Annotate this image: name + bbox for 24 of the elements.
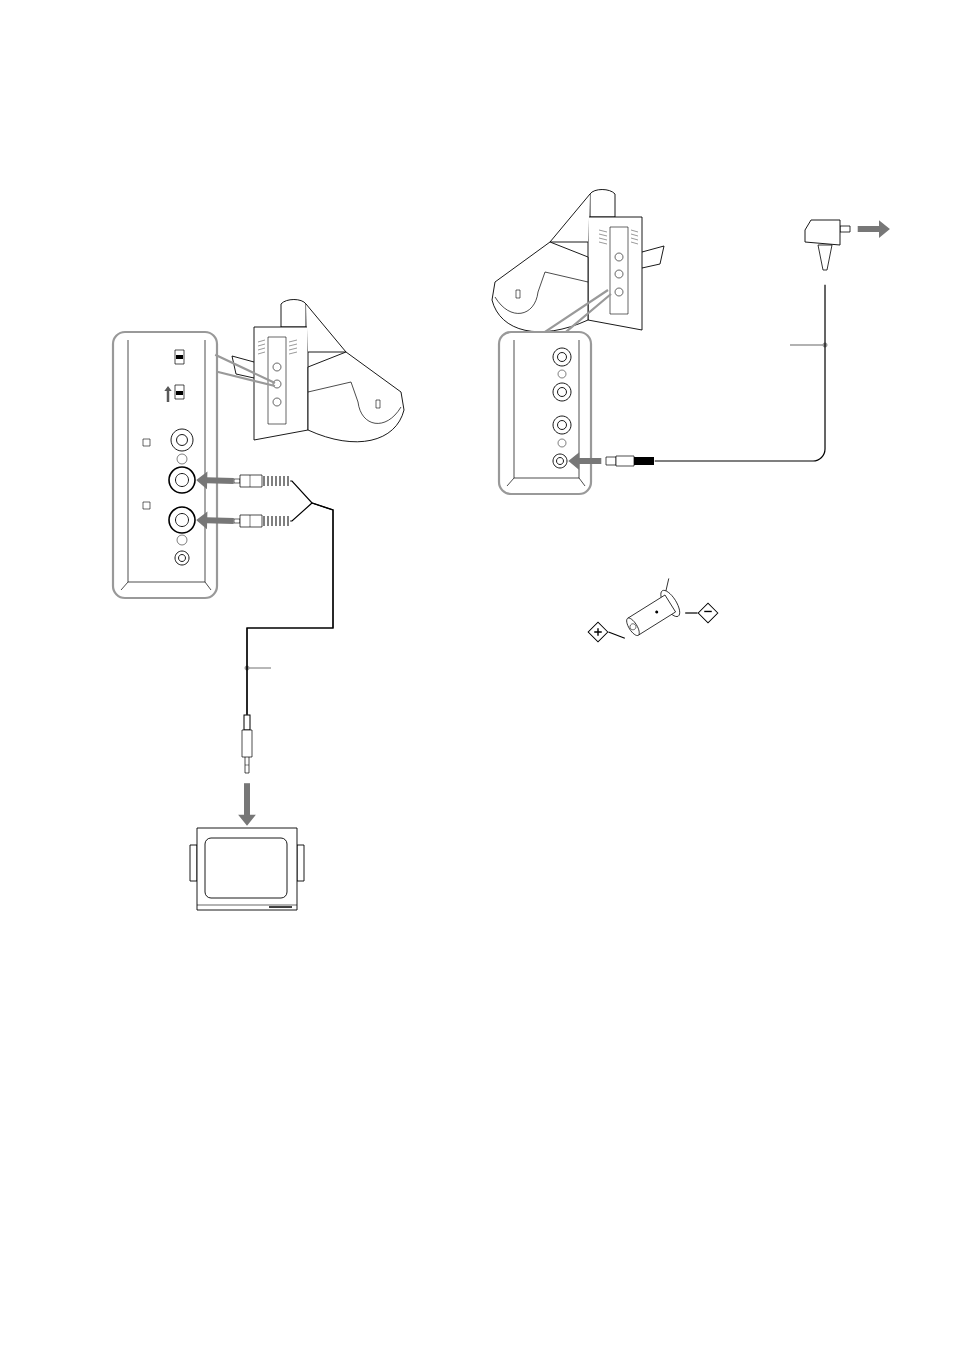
jack <box>552 347 572 367</box>
cradle-drawing <box>231 299 405 443</box>
zoom-lines <box>543 288 613 333</box>
tv-drawing <box>189 827 305 911</box>
leader-line <box>607 631 626 639</box>
jack <box>552 453 568 469</box>
jack <box>168 506 196 534</box>
ac-adapter-drawing <box>804 219 851 271</box>
rca-plug-drawing <box>233 514 289 528</box>
jack <box>174 550 190 566</box>
battery-drawing <box>626 578 681 636</box>
jack-panel <box>111 330 219 600</box>
zoom-lines <box>214 353 277 388</box>
jack <box>552 415 572 435</box>
jack <box>168 466 196 494</box>
rca-plug-drawing <box>233 474 289 488</box>
cable <box>654 284 826 462</box>
dc-plug-drawing <box>605 455 654 467</box>
jack <box>170 428 194 452</box>
mini-plug-drawing <box>241 714 253 774</box>
leader-line <box>684 612 699 614</box>
jack-panel <box>497 330 593 496</box>
cradle-drawing <box>491 189 665 333</box>
jack <box>552 382 572 402</box>
